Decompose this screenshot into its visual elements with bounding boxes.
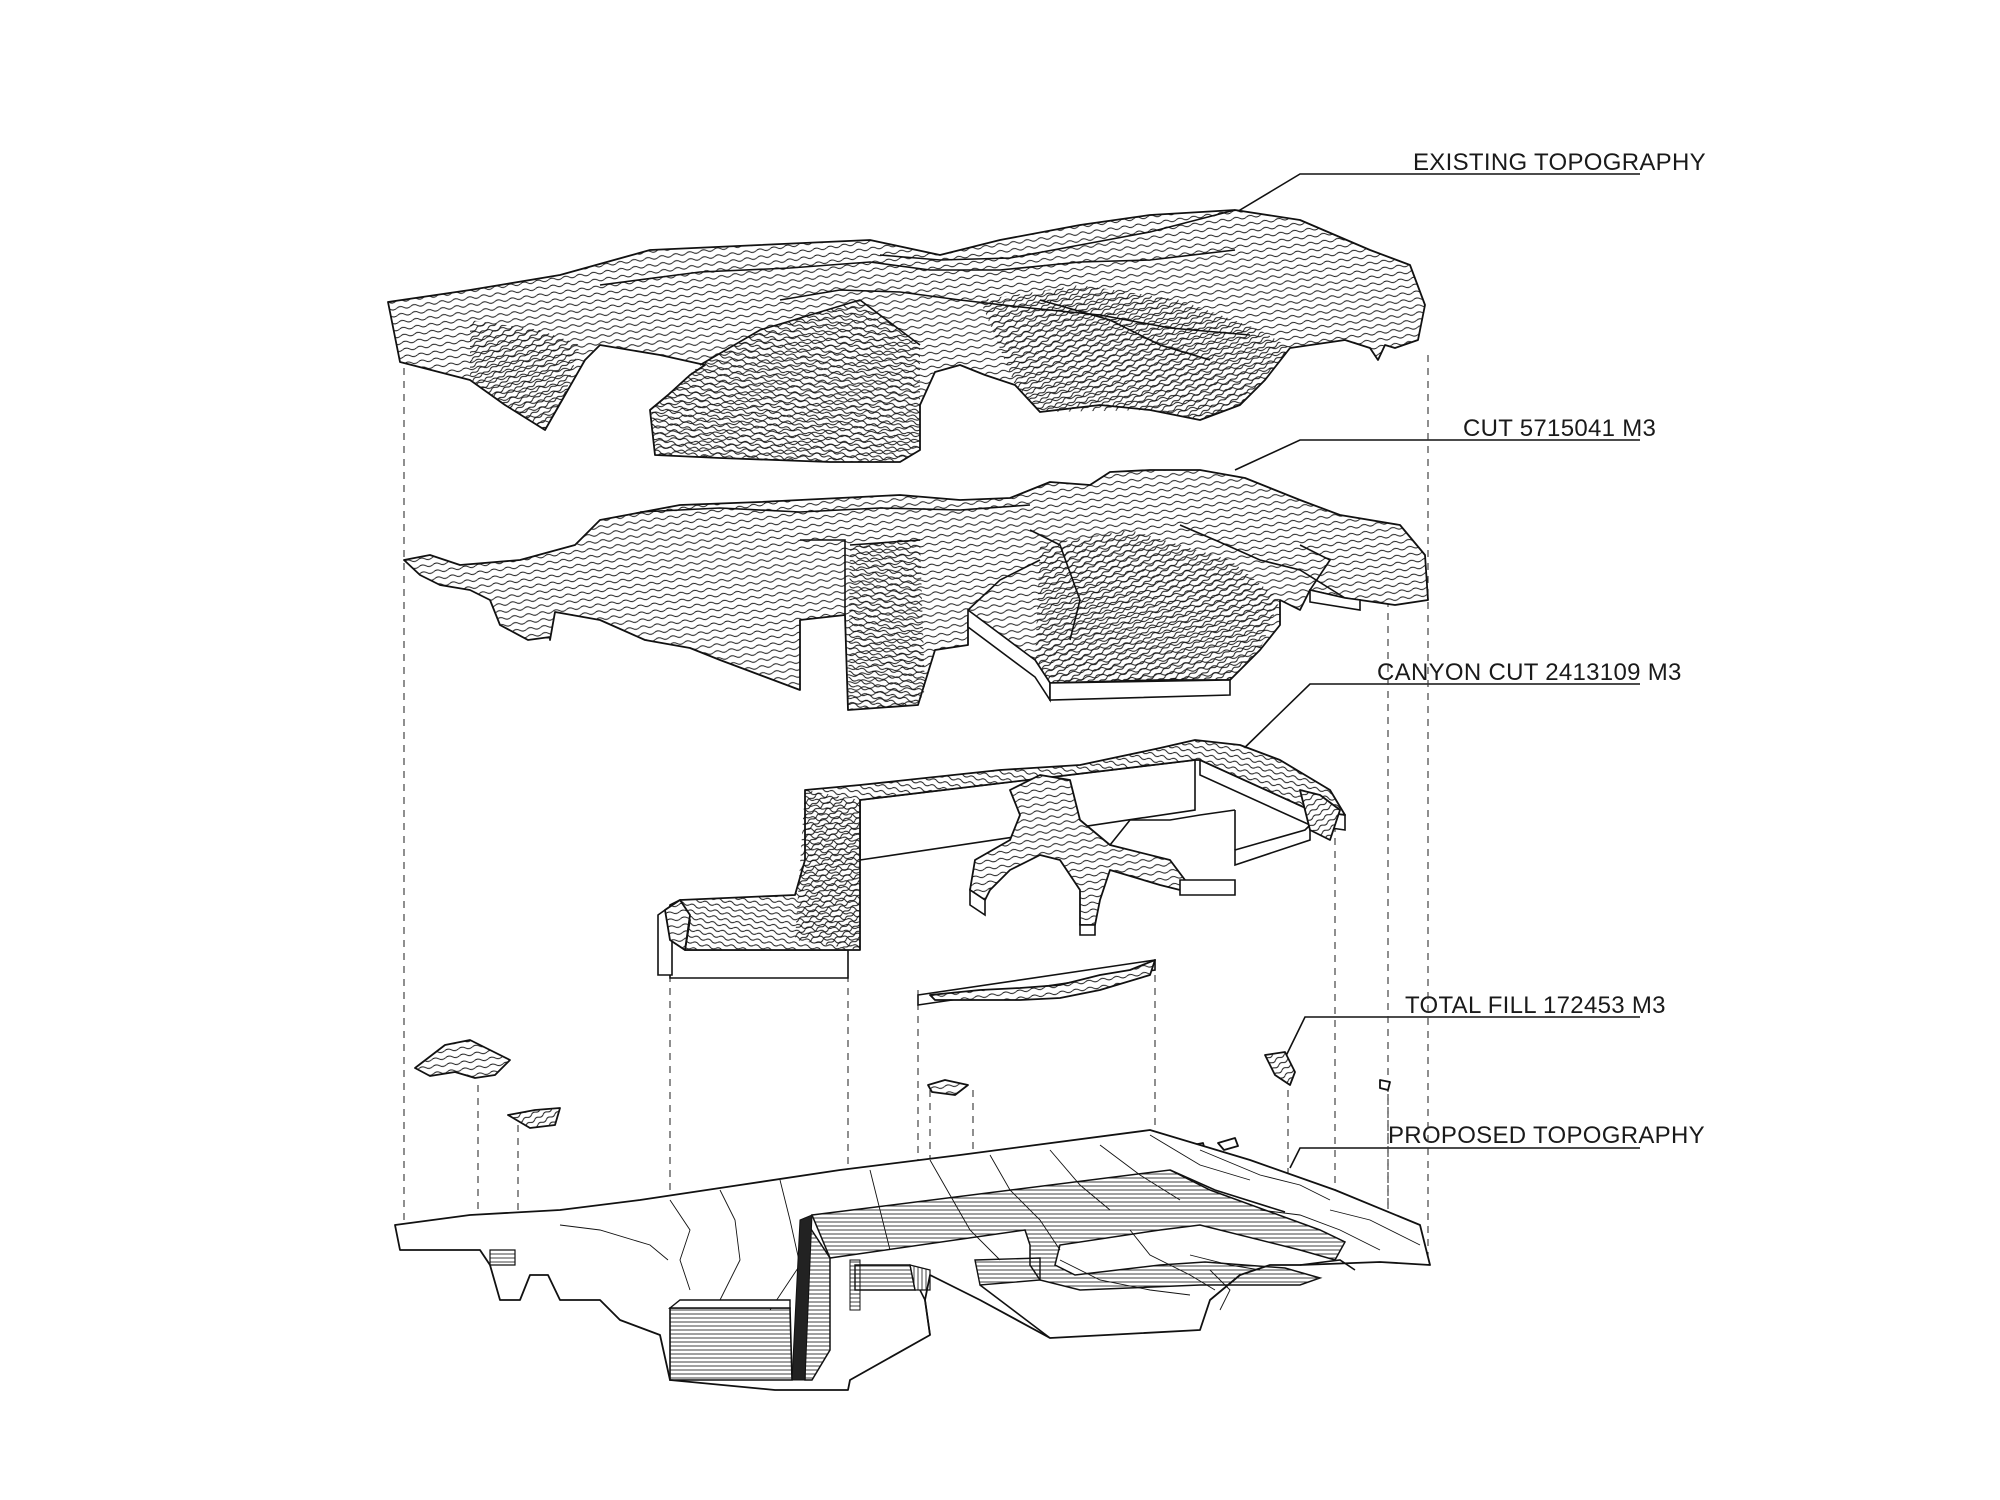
layer-cut xyxy=(403,469,1429,711)
leader-canyon xyxy=(1234,683,1640,758)
label-canyon-cut: CANYON CUT 2413109 M3 xyxy=(1377,659,1682,686)
layer-proposed-topography xyxy=(394,1129,1431,1391)
label-existing-group: EXISTING TOPOGRAPHY xyxy=(1234,149,1706,214)
label-fill-group: TOTAL FILL 172453 M3 xyxy=(1284,992,1666,1059)
label-cut-group: CUT 5715041 M3 xyxy=(1234,415,1656,471)
label-canyon-group: CANYON CUT 2413109 M3 xyxy=(1234,659,1682,758)
leader-proposed xyxy=(1289,1147,1640,1169)
label-existing-topography: EXISTING TOPOGRAPHY xyxy=(1413,149,1706,176)
label-cut: CUT 5715041 M3 xyxy=(1463,415,1656,442)
label-proposed-topography: PROPOSED TOPOGRAPHY xyxy=(1388,1122,1705,1149)
leader-fill xyxy=(1284,1016,1640,1059)
label-proposed-group: PROPOSED TOPOGRAPHY xyxy=(1289,1122,1705,1169)
layer-canyon-cut xyxy=(657,739,1346,1006)
leader-cut xyxy=(1234,439,1640,471)
label-total-fill: TOTAL FILL 172453 M3 xyxy=(1405,992,1666,1019)
layer-fill-pieces xyxy=(414,1039,1391,1153)
layer-existing-topography xyxy=(387,209,1426,463)
leader-existing xyxy=(1234,173,1640,214)
